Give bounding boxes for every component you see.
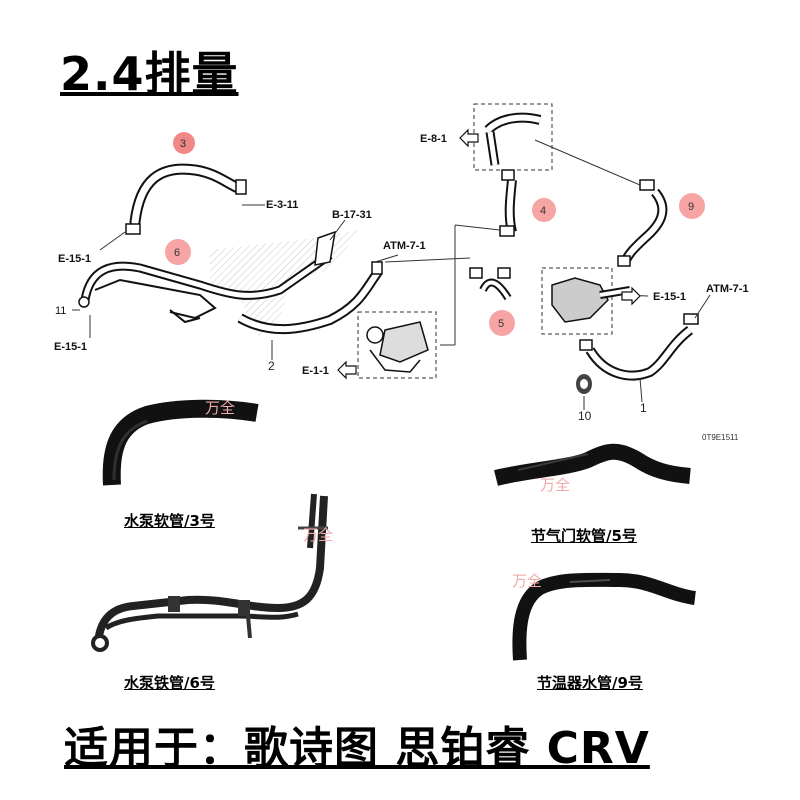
callout-9: 9 (679, 193, 705, 219)
ref-e1-1: E-1-1 (302, 365, 329, 377)
caption-water-pump-hose: 水泵软管/3号 (124, 512, 215, 530)
part-number-2: 2 (268, 359, 275, 373)
photo-water-pump-pipe (91, 493, 328, 652)
ref-atm-left: ATM-7-1 (383, 240, 426, 252)
compatibility-footer: 适用于：歌诗图 思铂睿 CRV (64, 723, 650, 774)
svg-text:4: 4 (540, 205, 546, 217)
part-number-1: 1 (640, 401, 647, 415)
callout-6: 6 (165, 239, 191, 265)
ref-e15-1-bottom: E-15-1 (54, 341, 87, 353)
caption-throttle-hose: 节气门软管/5号 (531, 527, 637, 545)
watermark: 万全 (540, 476, 571, 494)
hose-9 (617, 179, 668, 267)
ref-e15-1-right: E-15-1 (653, 291, 686, 303)
photo-thermostat-pipe (512, 572, 697, 661)
part-number-10: 10 (578, 409, 592, 423)
hose-5 (469, 267, 512, 301)
ref-e8-1: E-8-1 (420, 133, 447, 145)
ref-atm-right: ATM-7-1 (706, 283, 749, 295)
callout-5: 5 (489, 310, 515, 336)
arrow-e15-1-right (621, 286, 641, 306)
pipe-2 (237, 261, 383, 335)
watermark: 万全 (303, 526, 334, 544)
page-title: 2.4排量 (60, 47, 239, 101)
arrow-e8-1 (459, 128, 479, 148)
arrow-e1-1 (337, 360, 357, 380)
svg-text:5: 5 (498, 318, 504, 330)
watermark: 万全 (205, 399, 236, 417)
thermostat-assembly (541, 267, 631, 335)
callout-3: 3 (173, 132, 195, 154)
photo-throttle-hose (494, 443, 691, 486)
pipe-6 (78, 230, 336, 324)
part-number-11: 11 (55, 305, 66, 317)
clamp-10 (576, 374, 592, 394)
callout-4: 4 (532, 198, 556, 222)
drawing-code: 0T9E1511 (702, 433, 739, 442)
svg-text:6: 6 (174, 247, 180, 259)
ref-e15-1-left: E-15-1 (58, 253, 91, 265)
caption-thermostat-pipe: 节温器水管/9号 (537, 674, 643, 692)
parts-diagram: E-8-1 E-3-11 B-17-31 ATM-7-1 ATM-7-1 E-1… (54, 103, 749, 442)
svg-text:3: 3 (180, 138, 186, 150)
caption-water-pump-pipe: 水泵铁管/6号 (124, 674, 215, 692)
ref-b17-31: B-17-31 (332, 209, 372, 221)
throttle-body (357, 311, 437, 379)
photo-water-pump-hose (102, 399, 259, 486)
svg-text:9: 9 (688, 201, 694, 213)
watermark: 万全 (512, 572, 543, 590)
hose-1 (579, 313, 699, 381)
hose-3 (125, 163, 247, 235)
ref-e3-11: E-3-11 (266, 199, 298, 211)
